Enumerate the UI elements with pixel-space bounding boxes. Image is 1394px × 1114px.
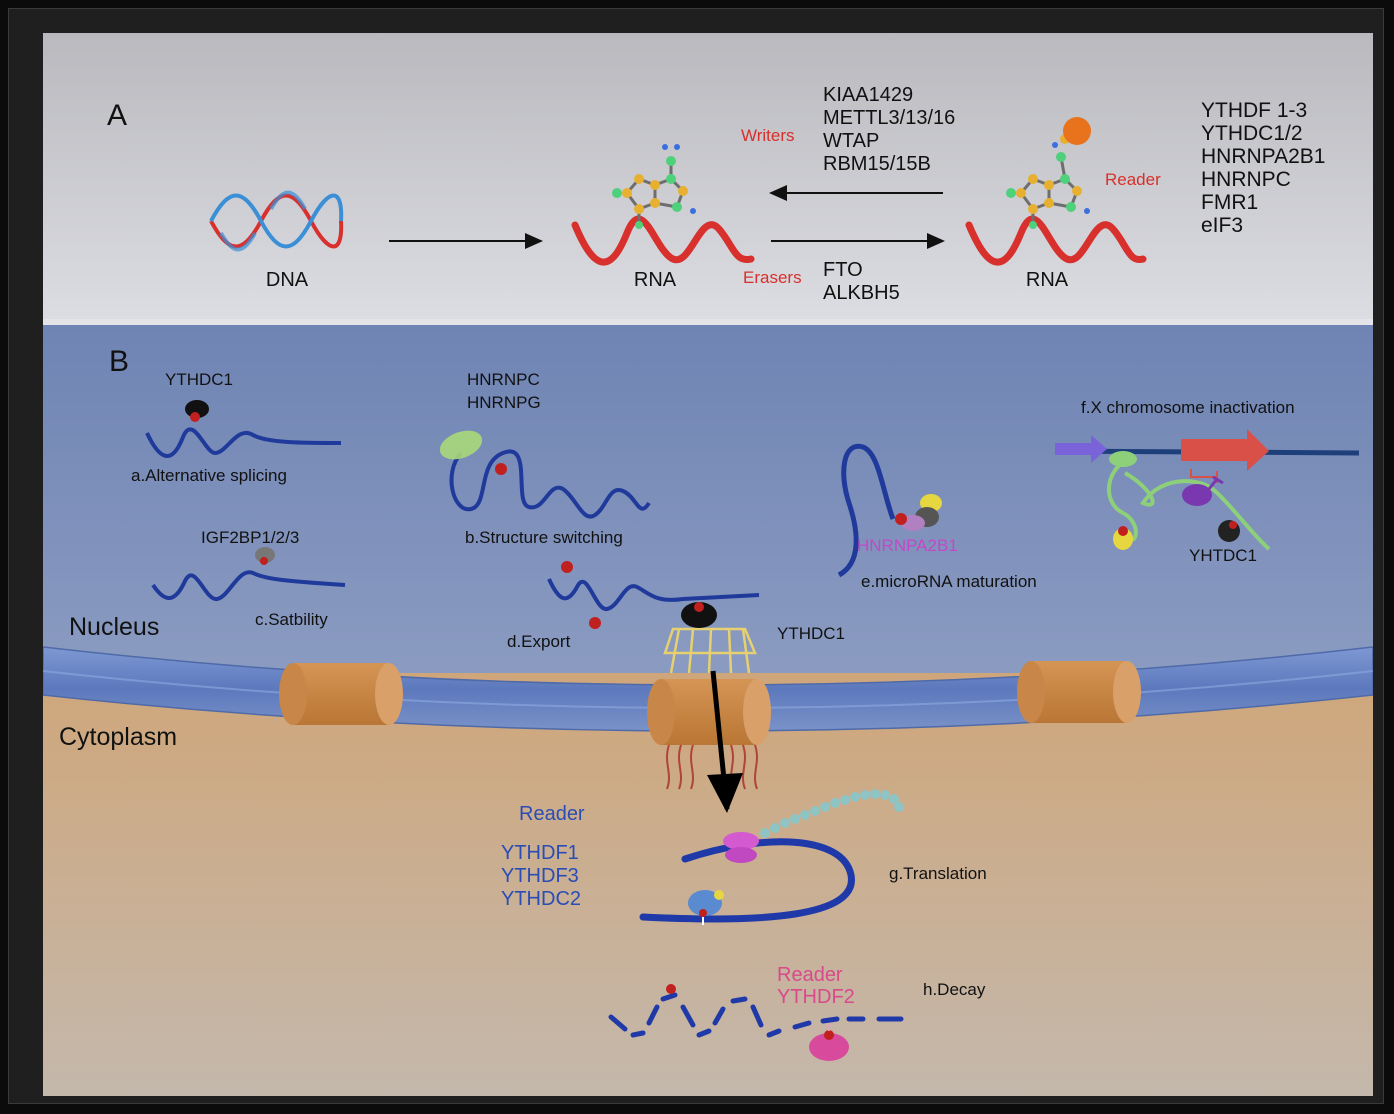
panel-b-letter: B bbox=[109, 345, 129, 378]
ythdc2-protein bbox=[688, 890, 722, 916]
ribosome-large bbox=[723, 832, 759, 850]
xist-gene-arrow bbox=[1055, 435, 1107, 463]
xist-rna-end bbox=[1109, 451, 1137, 467]
hnrnpa2b1-label: HNRNPA2B1 bbox=[857, 536, 958, 555]
dna-helix bbox=[209, 190, 344, 252]
panel-divider bbox=[43, 319, 1373, 325]
rna-splicing bbox=[145, 427, 342, 458]
cytoplasm-label: Cytoplasm bbox=[59, 723, 177, 751]
m6a-mark bbox=[666, 984, 676, 994]
m6a-mark bbox=[495, 463, 507, 475]
m6a-mark bbox=[1229, 521, 1237, 529]
writer-item: RBM15/15B bbox=[823, 153, 931, 175]
m6a-mark bbox=[1118, 526, 1128, 536]
yhtdc1-label: YHTDC1 bbox=[1189, 546, 1257, 565]
igf2bp-label: IGF2BP1/2/3 bbox=[201, 528, 299, 547]
m6a-mark bbox=[694, 602, 704, 612]
hnrnpg-label: HNRNPG bbox=[467, 393, 541, 412]
yellow-protein bbox=[714, 890, 724, 900]
reader-protein-ball bbox=[1063, 117, 1091, 145]
purple-protein bbox=[1182, 484, 1212, 506]
figure-panel: A DNA RNA Writers KIAA1429 METTL3/13/16 … bbox=[43, 33, 1373, 1096]
mrna-translation bbox=[639, 838, 855, 923]
figure-frame: A DNA RNA Writers KIAA1429 METTL3/13/16 … bbox=[8, 8, 1384, 1104]
hnrnpc-label: HNRNPC bbox=[467, 370, 540, 389]
methylated-adenosine-molecule bbox=[1006, 117, 1091, 229]
reader-label-h: Reader bbox=[777, 964, 843, 986]
reader-label: Reader bbox=[1105, 170, 1161, 189]
ribosome-small bbox=[725, 847, 757, 863]
rna-strand-1 bbox=[571, 215, 755, 266]
caption-e: e.microRNA maturation bbox=[861, 572, 1037, 591]
export-arrow-head bbox=[707, 773, 743, 813]
ythdf3-label: YTHDF3 bbox=[501, 865, 579, 887]
ythdc2-label: YTHDC2 bbox=[501, 888, 581, 910]
m6a-mark bbox=[190, 412, 200, 422]
reader-item: YTHDC1/2 bbox=[1201, 122, 1303, 145]
caption-h: h.Decay bbox=[923, 980, 986, 999]
nucleus-label: Nucleus bbox=[69, 613, 159, 641]
nucleus-background bbox=[43, 323, 1373, 703]
caption-b: b.Structure switching bbox=[465, 528, 623, 547]
ythdc1-label-d: YTHDC1 bbox=[777, 624, 845, 643]
reader-label-g: Reader bbox=[519, 803, 585, 825]
nascent-peptide-chain bbox=[760, 789, 904, 838]
ythdc1-export-protein bbox=[681, 602, 717, 628]
eraser-item: ALKBH5 bbox=[823, 282, 900, 304]
m6a-mark bbox=[260, 557, 268, 565]
igf2bp-protein bbox=[255, 547, 275, 563]
caption-c: c.Satbility bbox=[255, 610, 328, 629]
hnrnp-protein bbox=[439, 430, 483, 460]
yhtdc1-protein bbox=[1218, 520, 1240, 542]
degraded-mrna-fragments bbox=[608, 992, 904, 1038]
rna-structure bbox=[449, 449, 651, 519]
panel-a-background bbox=[43, 33, 1373, 320]
nuclear-pore-right bbox=[1017, 661, 1141, 723]
writer-item: KIAA1429 bbox=[823, 84, 913, 106]
writer-item: METTL3/13/16 bbox=[823, 107, 955, 129]
caption-g: g.Translation bbox=[889, 864, 987, 883]
reader-item: YTHDF 1-3 bbox=[1201, 99, 1307, 122]
rna-stability bbox=[151, 570, 346, 601]
reader-item: HNRNPA2B1 bbox=[1201, 145, 1325, 168]
m6a-mark bbox=[824, 1030, 834, 1040]
erasers-label: Erasers bbox=[743, 268, 802, 287]
ythdf1-label: YTHDF1 bbox=[501, 842, 579, 864]
reader-item: eIF3 bbox=[1201, 214, 1243, 237]
target-gene-arrow bbox=[1181, 429, 1269, 471]
ythdf2-protein bbox=[809, 1033, 849, 1061]
yellow-protein bbox=[1113, 528, 1133, 550]
caption-a: a.Alternative splicing bbox=[131, 466, 287, 485]
ythdf2-label: YTHDF2 bbox=[777, 986, 855, 1008]
rna-microrna bbox=[837, 443, 896, 578]
m6a-mark bbox=[561, 561, 573, 573]
reader-item: FMR1 bbox=[1201, 191, 1258, 214]
rna-strand-2 bbox=[965, 215, 1147, 266]
m6a-mark bbox=[699, 909, 707, 917]
writer-item: WTAP bbox=[823, 130, 879, 152]
nuclear-pore-export bbox=[647, 627, 771, 790]
caption-f: f.X chromosome inactivation bbox=[1081, 398, 1295, 417]
m6a-mark bbox=[589, 617, 601, 629]
rna-export bbox=[547, 578, 760, 611]
ythdc1-protein bbox=[185, 400, 209, 418]
adenosine-molecule-1 bbox=[612, 144, 696, 229]
reader-item: HNRNPC bbox=[1201, 168, 1291, 191]
nuclear-pore-left bbox=[279, 663, 403, 725]
rna-label-1: RNA bbox=[634, 269, 677, 291]
writers-label: Writers bbox=[741, 126, 795, 145]
m6a-diagram: A DNA RNA Writers KIAA1429 METTL3/13/16 … bbox=[43, 33, 1373, 1096]
dna-label: DNA bbox=[266, 269, 309, 291]
rna-label-2: RNA bbox=[1026, 269, 1069, 291]
m6a-mark bbox=[895, 513, 907, 525]
ythdc1-label-a: YTHDC1 bbox=[165, 370, 233, 389]
caption-d: d.Export bbox=[507, 632, 571, 651]
purple-protein-tail bbox=[1207, 475, 1224, 490]
eraser-item: FTO bbox=[823, 259, 863, 281]
panel-a-letter: A bbox=[107, 99, 127, 132]
